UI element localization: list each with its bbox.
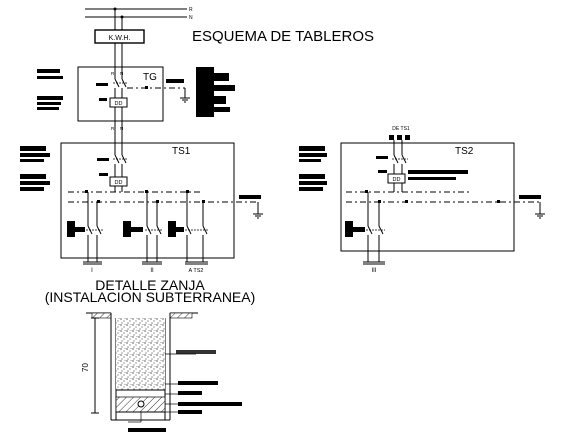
trench-depth-label: 70: [81, 363, 90, 372]
supply-phase-r-label: R: [189, 7, 193, 13]
panel-tg-name: TG: [143, 72, 157, 83]
panel-ts2-dd-label: DD: [393, 177, 401, 183]
kwh-meter-label: K.W.H.: [109, 35, 131, 42]
circuit-4-label: III: [371, 268, 376, 274]
panel-tg-r-label: R: [111, 71, 115, 76]
supply-phase-n-label: N: [189, 15, 193, 21]
supply-lines: R N: [85, 7, 193, 30]
panel-ts1: TS1 DD: [20, 142, 263, 265]
trench-section: 70: [81, 312, 242, 432]
panel-tg: TG R N DD R N: [37, 66, 235, 143]
panel-ts1-r-label: R: [111, 126, 115, 131]
panel-ts2-source-label: DE TS1: [392, 126, 410, 132]
circuit-2-label: II: [150, 268, 154, 274]
panel-ts2-name: TS2: [455, 146, 474, 157]
panel-ts1-n-label: N: [120, 126, 123, 131]
kwh-meter: K.W.H.: [94, 29, 145, 67]
trench-title-line1: DETALLE ZANJA: [95, 277, 205, 293]
trench-title-line2: (INSTALACION SUBTERRANEA): [45, 289, 256, 305]
panel-ts2: DE TS1 TS2 DD: [299, 126, 545, 265]
circuit-3-label: A TS2: [189, 268, 204, 274]
panel-tg-dd-label: DD: [115, 101, 123, 107]
panel-ts1-dd-label: DD: [115, 180, 123, 186]
diagram-title: ESQUEMA DE TABLEROS: [192, 28, 374, 45]
circuit-1-label: I: [91, 268, 93, 274]
panel-ts1-name: TS1: [172, 146, 191, 157]
